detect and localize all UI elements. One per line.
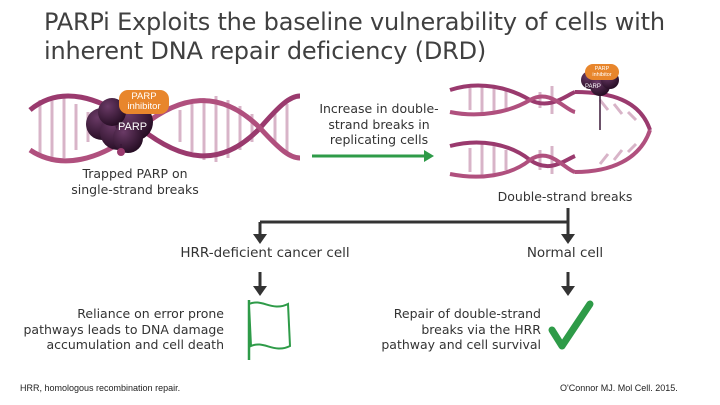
parp-label-right: PARP [585,84,601,90]
parp-inhibitor-badge-left: PARP inhibitor [119,90,169,114]
parp-inhibitor-badge-right: PARP inhibitor [585,64,619,80]
increase-dsb-caption: Increase in double-strand breaks in repl… [319,101,439,147]
hrr-deficient-caption: HRR-deficient cancer cell [180,245,350,261]
repair-outcome-text: Repair of double-strand breaks via the H… [381,306,541,352]
footnote: HRR, homologous recombination repair. [20,383,181,393]
parp-label-left: PARP [118,121,148,133]
normal-cell-caption: Normal cell [526,245,604,261]
arrowhead-left-down-2 [253,286,267,296]
page-title: PARPi Exploits the baseline vulnerabilit… [44,8,665,65]
arrowhead-right-down-2 [561,286,575,296]
reliance-outcome-text: Reliance on error prone pathways leads t… [23,306,224,352]
progression-arrow [312,150,434,162]
citation: O'Connor MJ. Mol Cell. 2015. [560,383,678,393]
checkmark-icon [548,300,594,350]
left-dna-helix [28,93,301,164]
arrowhead-left-down-1 [253,234,267,244]
double-strand-breaks-caption: Double-strand breaks [497,189,633,204]
flowchart-lines [258,208,570,286]
arrowhead-right-down-1 [561,234,575,244]
trapped-parp-caption: Trapped PARP on single-strand breaks [71,166,199,197]
white-flag-icon [247,300,292,360]
right-dna-fork [449,71,652,179]
